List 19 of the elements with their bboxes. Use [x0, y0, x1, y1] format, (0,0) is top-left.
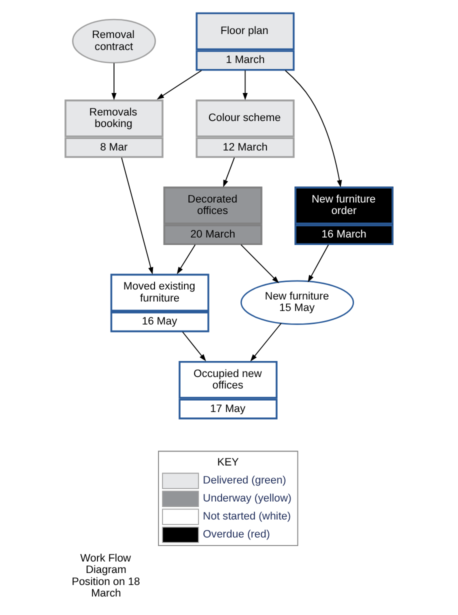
arrow: [242, 70, 248, 100]
arrow: [121, 157, 154, 274]
arrow: [250, 322, 282, 362]
legend-label: Overdue (red): [202, 528, 270, 541]
arrow: [182, 331, 206, 362]
legend-label: Delivered (green): [202, 474, 286, 487]
arrow: [176, 244, 196, 274]
node-ellipse: Removal contract: [72, 18, 156, 64]
arrow: [223, 157, 235, 188]
arrow: [240, 244, 280, 284]
legend-label: Underway (yellow): [202, 492, 292, 505]
caption: Work Flow Diagram Position on 18 March: [72, 552, 140, 600]
legend-label: Not started (white): [202, 510, 291, 523]
arrow: [308, 244, 329, 282]
arrow: [156, 70, 202, 100]
arrow: [111, 62, 117, 100]
arrow: [284, 70, 342, 188]
node-ellipse: New furniture 15 May: [240, 280, 354, 325]
label: KEY: [217, 456, 239, 469]
